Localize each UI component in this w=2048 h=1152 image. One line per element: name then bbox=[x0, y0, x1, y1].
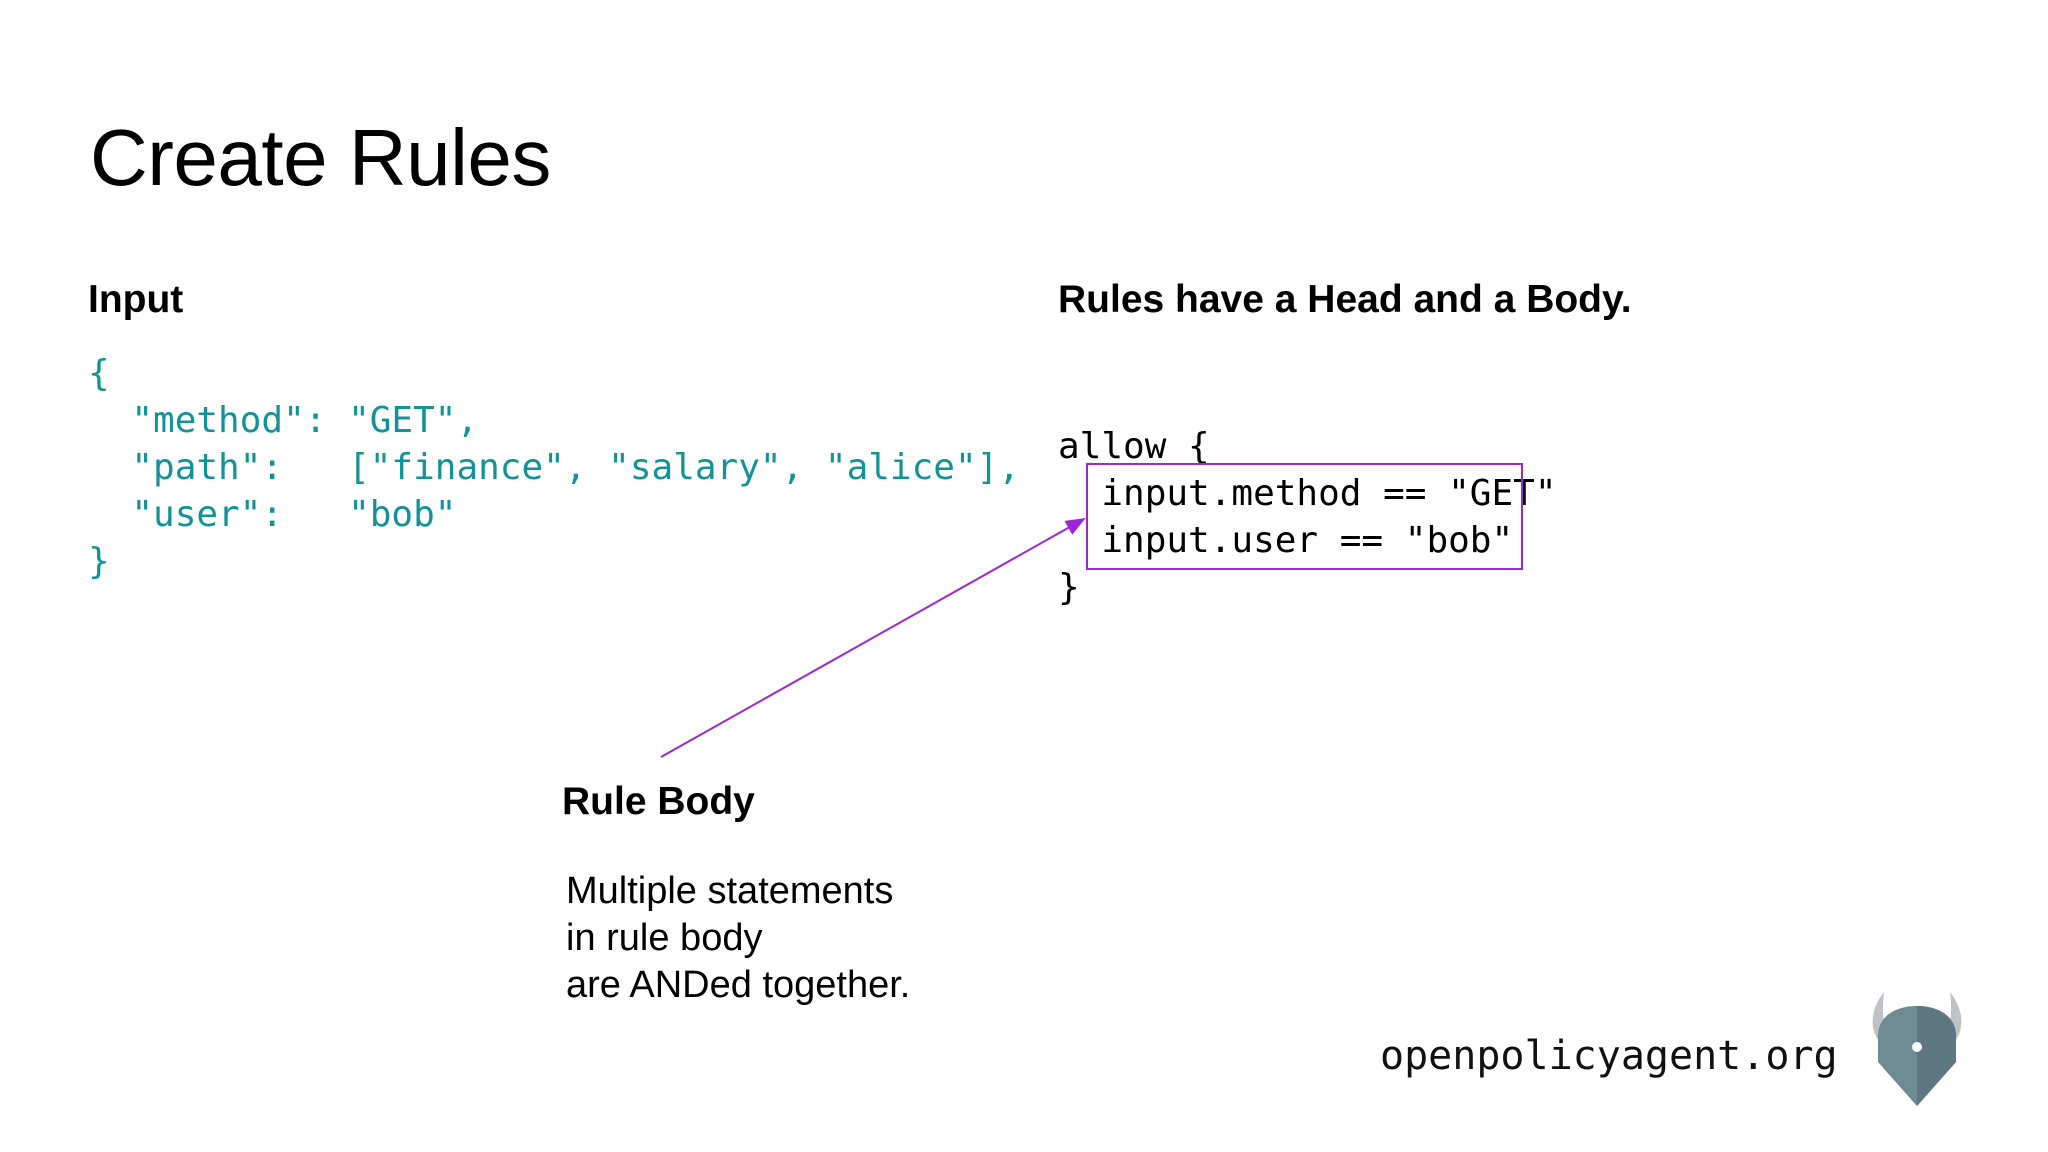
rules-heading: Rules have a Head and a Body. bbox=[1058, 278, 1632, 321]
code-line: input.method == "GET" bbox=[1058, 473, 1557, 514]
website-url: openpolicyagent.org bbox=[1380, 1033, 1838, 1079]
rule-code: allow { input.method == "GET" input.user… bbox=[1058, 423, 1557, 611]
opa-logo-icon bbox=[1872, 992, 1962, 1106]
input-heading: Input bbox=[88, 278, 184, 321]
arrow-line bbox=[660, 518, 1086, 758]
rule-body-label: Rule Body bbox=[562, 780, 755, 823]
input-json-code: { "method": "GET", "path": ["finance", "… bbox=[88, 350, 1020, 585]
code-line: } bbox=[1058, 567, 1080, 608]
rule-body-highlight-box bbox=[1086, 463, 1523, 570]
description-line: in rule body bbox=[566, 917, 763, 959]
code-line: "method": "GET", bbox=[88, 400, 479, 441]
code-line: { bbox=[88, 353, 110, 394]
description-line: are ANDed together. bbox=[566, 964, 911, 1006]
description-line: Multiple statements bbox=[566, 870, 894, 912]
slide-title: Create Rules bbox=[90, 113, 551, 202]
code-line: "path": ["finance", "salary", "alice"], bbox=[88, 447, 1020, 488]
code-line: allow { bbox=[1058, 426, 1210, 467]
code-line: } bbox=[88, 541, 110, 582]
code-line: "user": "bob" bbox=[88, 494, 457, 535]
rule-body-description: Multiple statements in rule body are AND… bbox=[566, 868, 910, 1009]
code-line: input.user == "bob" bbox=[1058, 520, 1514, 561]
